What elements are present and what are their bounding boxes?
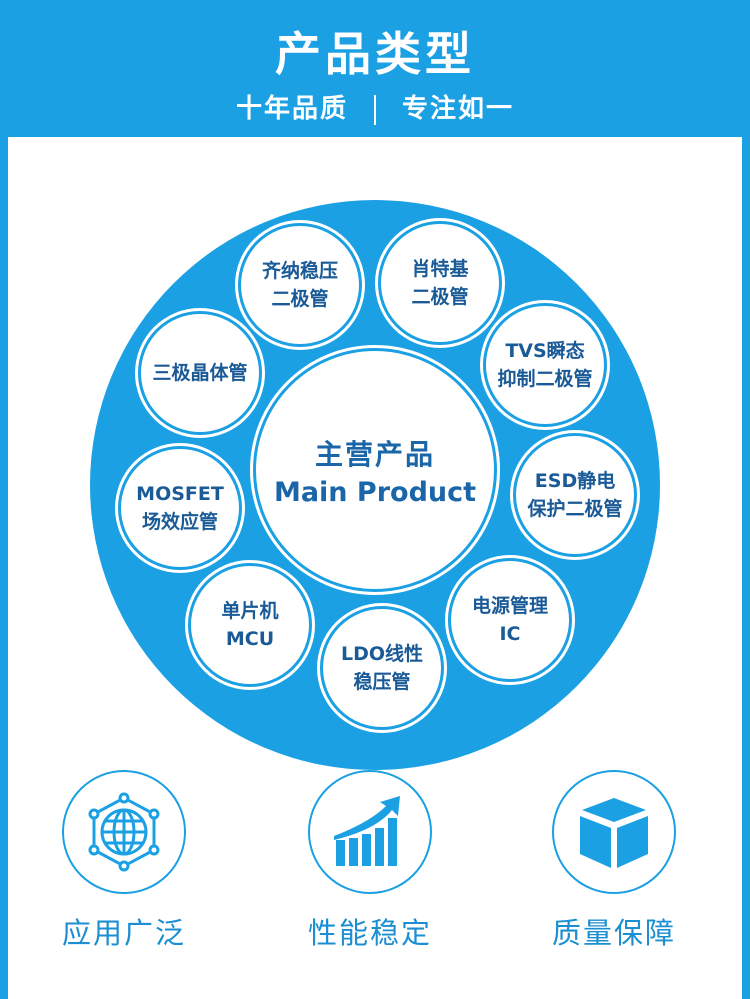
product-schottky-diode[interactable]: 肖特基二极管 — [378, 221, 502, 345]
product-tvs-diode[interactable]: TVS瞬态抑制二极管 — [483, 303, 607, 427]
product-label: 场效应管 — [141, 511, 218, 533]
product-label: TVS瞬态 — [505, 340, 585, 362]
feature-label-quality-assurance: 质量保障 — [551, 916, 676, 950]
product-label: 抑制二极管 — [497, 368, 593, 390]
feature-label-stable-performance: 性能稳定 — [307, 916, 432, 950]
product-mosfet[interactable]: MOSFET 场效应管 — [118, 446, 242, 570]
product-label: IC — [499, 623, 521, 645]
product-esd-diode[interactable]: ESD静电保护二极管 — [513, 433, 637, 557]
main-product-circle: 主营产品 Main Product — [253, 348, 497, 592]
main-product-cn: 主营产品 — [314, 437, 435, 471]
subtitle-right: 专注如一 — [402, 94, 515, 124]
product-mcu[interactable]: 单片机 MCU — [188, 563, 312, 687]
product-label: LDO线性 — [340, 643, 424, 665]
product-zener-diode[interactable]: 齐纳稳压二极管 — [238, 223, 362, 347]
subtitle-left: 十年品质 — [235, 94, 348, 124]
product-label: ESD静电 — [534, 470, 616, 492]
product-power-ic[interactable]: 电源管理 IC — [448, 558, 572, 682]
product-transistor[interactable]: 三极晶体管 — [138, 311, 262, 435]
product-label: 稳压管 — [353, 671, 411, 693]
growth-chart-icon — [308, 770, 432, 894]
product-ldo[interactable]: LDO线性稳压管 — [320, 606, 444, 730]
page-subtitle: 十年品质 专注如一 — [0, 88, 750, 125]
globe-network-icon — [62, 770, 186, 894]
feature-label-wide-application: 应用广泛 — [61, 916, 186, 950]
product-label: 齐纳稳压 — [261, 260, 338, 282]
product-label: MOSFET — [136, 483, 224, 505]
product-label: 二极管 — [271, 288, 329, 310]
product-label: 二极管 — [411, 286, 469, 308]
divider — [374, 94, 376, 125]
product-label: MCU — [225, 628, 275, 650]
product-label: 保护二极管 — [527, 498, 623, 520]
product-label: 三极晶体管 — [152, 362, 248, 384]
product-label: 单片机 — [221, 600, 279, 622]
main-product-en: Main Product — [273, 476, 477, 508]
product-label: 电源管理 — [471, 595, 548, 617]
product-label: 肖特基 — [411, 258, 469, 280]
page-title: 产品类型 — [275, 27, 475, 81]
cube-icon — [552, 770, 676, 894]
